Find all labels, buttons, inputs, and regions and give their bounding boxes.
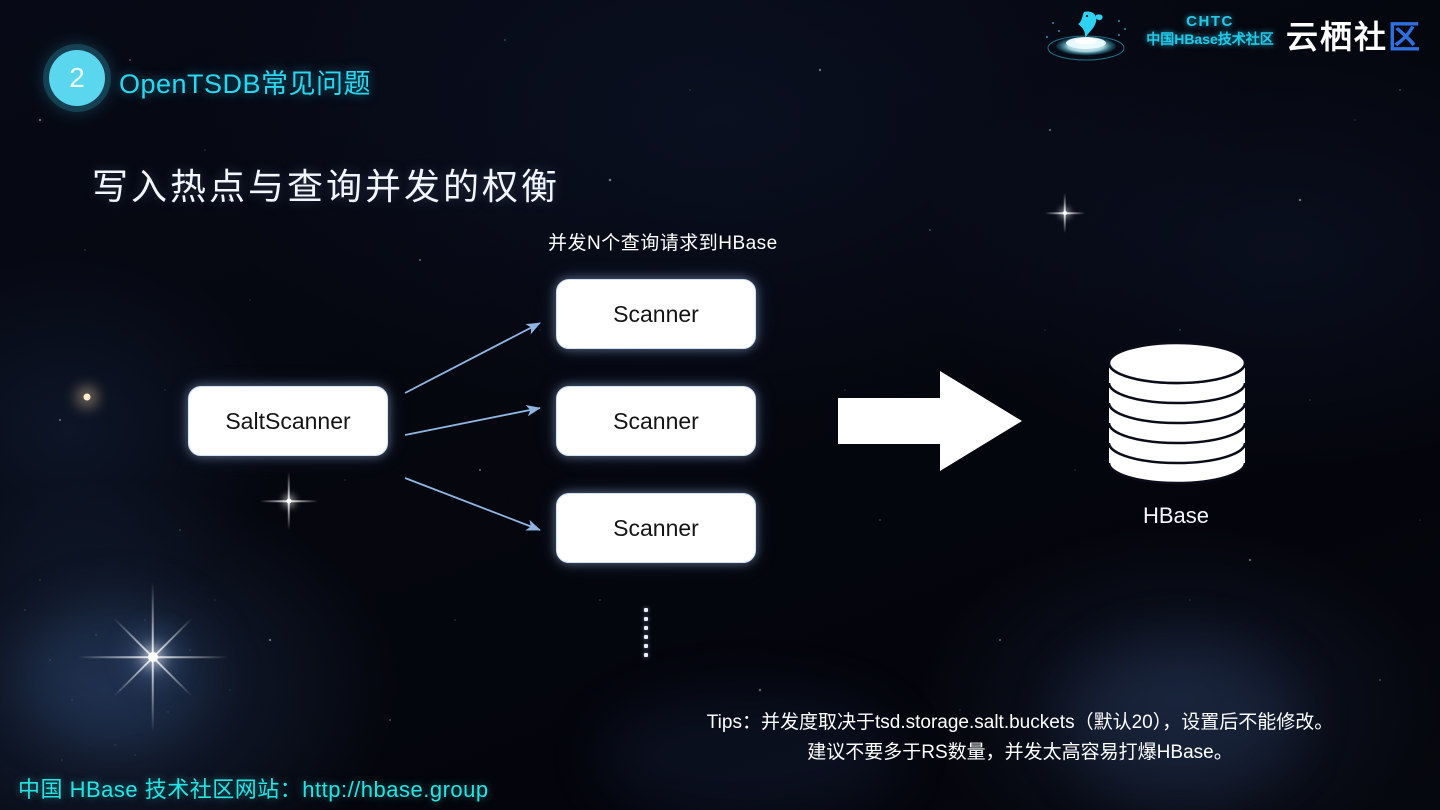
chtc-wordmark: CHTC 中国HBase技术社区 xyxy=(1140,13,1280,49)
section-number-badge: 2 xyxy=(49,50,105,106)
arrow-to-scanner-2 xyxy=(404,404,541,436)
chtc-abbrev-text: CHTC xyxy=(1186,13,1234,30)
sparkle-star-large xyxy=(78,582,228,732)
yunqi-logo-text: 云栖社 xyxy=(1286,18,1389,56)
page-title: 写入热点与查询并发的权衡 xyxy=(92,166,561,207)
yunqi-community-logo: 云栖社区 xyxy=(1286,12,1422,58)
vertical-ellipsis-icon xyxy=(644,608,648,657)
section-number-text: 2 xyxy=(69,62,85,93)
section-title: OpenTSDB常见问题 xyxy=(119,69,372,99)
tips-line-2: 建议不要多于RS数量，并发太高容易打爆HBase。 xyxy=(807,742,1233,763)
hbase-cylinder-icon xyxy=(1107,341,1247,485)
hbase-storage-label: HBase xyxy=(1142,503,1210,528)
flow-label: 并发N个查询请求到HBase xyxy=(548,233,778,254)
node-scanner-1[interactable]: Scanner xyxy=(556,279,756,349)
node-saltscanner[interactable]: SaltScanner xyxy=(188,386,388,456)
tips-note: Tips：并发度取决于tsd.storage.salt.buckets（默认20… xyxy=(640,708,1400,768)
tips-line-1: Tips：并发度取决于tsd.storage.salt.buckets（默认20… xyxy=(706,712,1334,733)
arrow-to-scanner-3 xyxy=(404,477,541,531)
footer-community-link[interactable]: 中国 HBase 技术社区网站：http://hbase.group xyxy=(18,777,489,802)
node-scanner-3[interactable]: Scanner xyxy=(556,493,756,563)
nebula-glow-left xyxy=(20,600,210,750)
sparkle-star-upper-right xyxy=(1045,193,1085,233)
chtc-full-name-text: 中国HBase技术社区 xyxy=(1146,31,1274,47)
node-scanner-3-label: Scanner xyxy=(613,514,699,541)
sparkle-star-small xyxy=(260,472,318,530)
node-scanner-2[interactable]: Scanner xyxy=(556,386,756,456)
arrow-to-scanner-1 xyxy=(404,322,541,394)
node-saltscanner-label: SaltScanner xyxy=(225,407,351,434)
sparkle-star-left-mid xyxy=(83,393,91,401)
node-scanner-1-label: Scanner xyxy=(613,300,699,327)
node-scanner-2-label: Scanner xyxy=(613,407,699,434)
yunqi-logo-accent-char: 区 xyxy=(1388,18,1423,56)
chtc-dolphin-logo xyxy=(1032,2,1140,64)
block-arrow-to-hbase xyxy=(838,371,1022,471)
